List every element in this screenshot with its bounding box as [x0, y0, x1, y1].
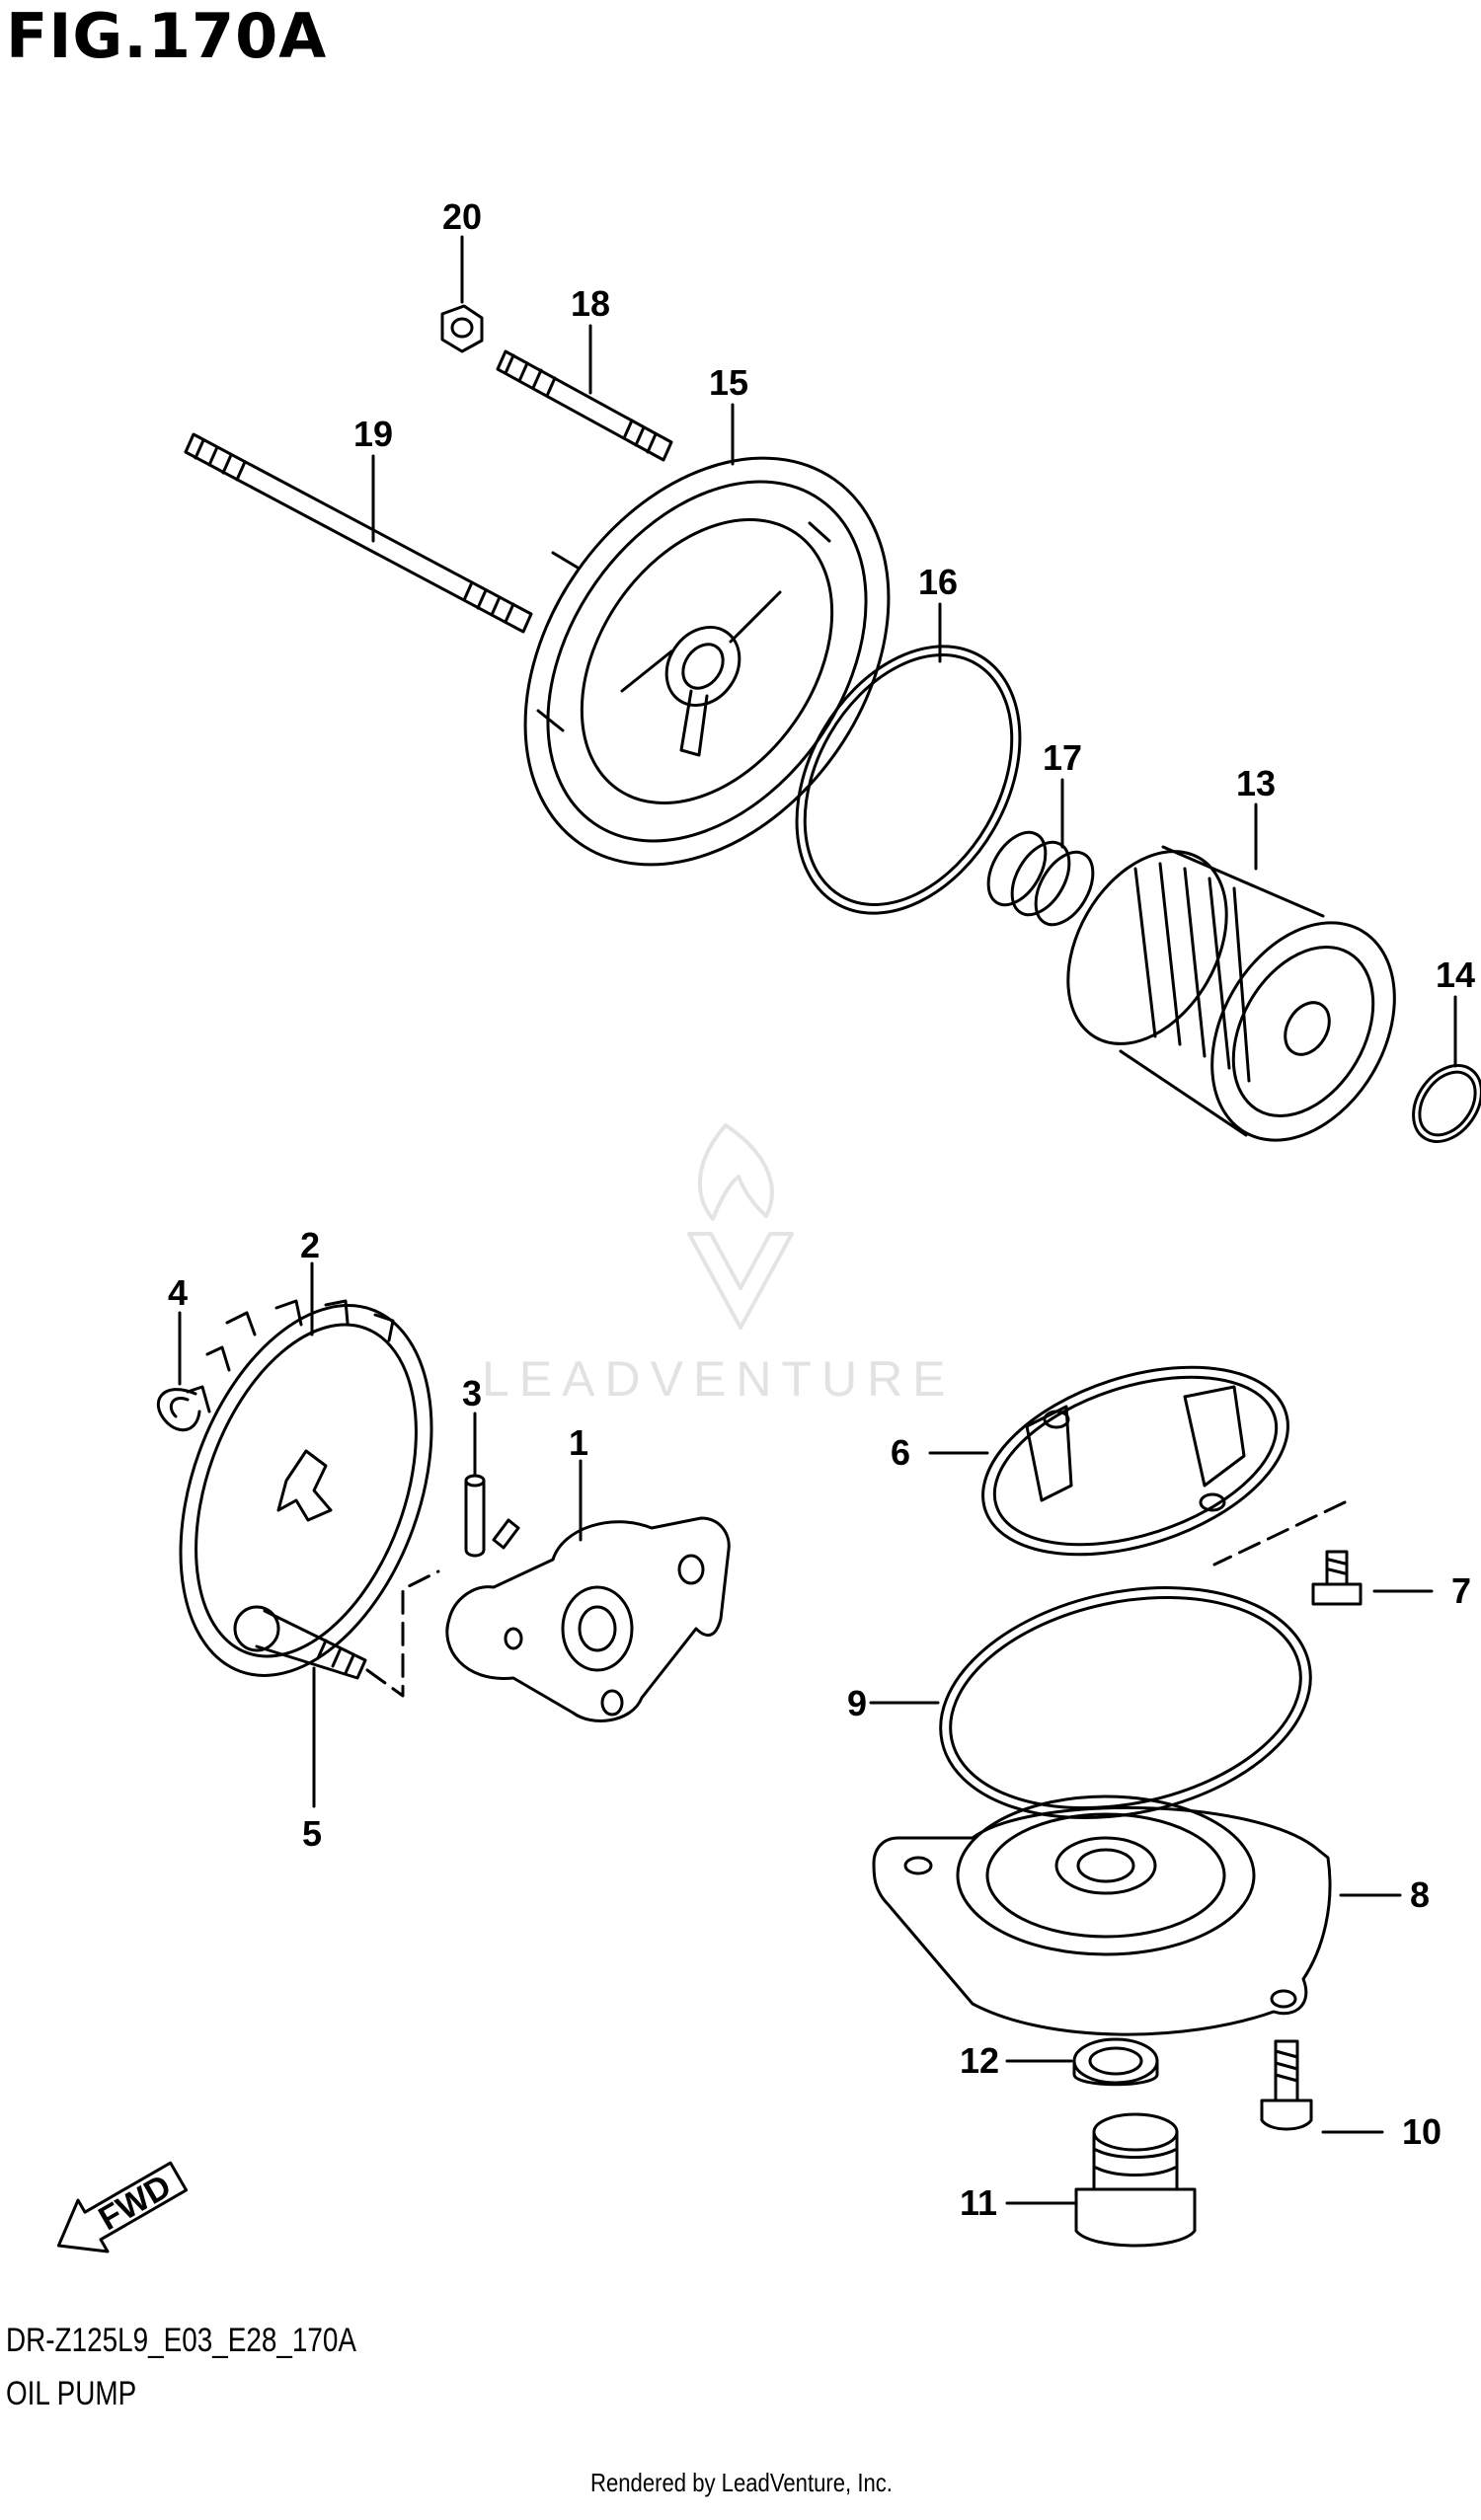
fwd-label: FWD — [93, 2168, 178, 2239]
part-10-bolt[interactable] — [1260, 2039, 1313, 2131]
part-1-oil-pump-assembly[interactable] — [445, 1516, 731, 1722]
part-13-oil-filter[interactable] — [1036, 823, 1432, 1173]
part-2-oil-pump-driven-gear[interactable] — [133, 1270, 479, 1710]
part-5-bolt[interactable] — [233, 1605, 367, 1680]
watermark-logo — [687, 1123, 794, 1330]
part-7-bolt[interactable] — [1311, 1550, 1363, 1606]
part-19-stud[interactable] — [184, 432, 533, 634]
part-3-pin[interactable] — [464, 1474, 486, 1558]
part-4-circlip[interactable] — [156, 1388, 201, 1432]
callout-18: 18 — [571, 283, 610, 324]
assembly-name: OIL PUMP — [6, 2375, 137, 2412]
part-15-filter-cap[interactable] — [450, 389, 964, 934]
callout-14: 14 — [1436, 955, 1475, 995]
callout-19: 19 — [353, 414, 393, 454]
callout-labels: 20 18 15 19 16 17 13 14 2 4 3 1 5 6 7 9 … — [168, 196, 1475, 2223]
callout-8: 8 — [1410, 1874, 1430, 1915]
leadventure-watermark: LEADVENTURE — [482, 1351, 956, 1407]
part-16-o-ring[interactable] — [751, 606, 1065, 953]
callout-16: 16 — [918, 562, 958, 602]
rendered-by-credit: Rendered by LeadVenture, Inc. — [590, 2468, 893, 2497]
part-6-oil-strainer[interactable] — [960, 1333, 1312, 1590]
guide-line-5 — [365, 1569, 440, 1698]
part-11-drain-plug[interactable] — [1074, 2112, 1197, 2248]
guide-line-7 — [1212, 1500, 1347, 1566]
part-17-spring[interactable] — [976, 822, 1105, 934]
callout-3: 3 — [462, 1373, 482, 1413]
callout-6: 6 — [891, 1432, 910, 1473]
callout-12: 12 — [960, 2040, 999, 2081]
callout-15: 15 — [709, 362, 748, 403]
part-20-nut[interactable] — [440, 304, 484, 353]
part-9-o-ring[interactable] — [919, 1556, 1332, 1850]
callout-4: 4 — [168, 1272, 188, 1313]
callout-20: 20 — [442, 196, 482, 237]
fwd-arrow-icon: FWD — [56, 2161, 189, 2253]
part-8-strainer-cap[interactable] — [872, 1795, 1332, 2036]
part-14-o-ring[interactable] — [1399, 1052, 1481, 1154]
figure-title: FIG.170A — [6, 0, 328, 72]
part-18-stud[interactable] — [496, 349, 673, 462]
callout-1: 1 — [569, 1422, 588, 1463]
callout-9: 9 — [847, 1683, 867, 1723]
callout-5: 5 — [302, 1813, 322, 1854]
callout-17: 17 — [1043, 737, 1082, 778]
callout-2: 2 — [300, 1225, 320, 1265]
diagram-code: DR-Z125L9_E03_E28_170A — [6, 2322, 356, 2359]
part-12-gasket-washer[interactable] — [1072, 2037, 1159, 2087]
callout-13: 13 — [1236, 763, 1276, 803]
callout-7: 7 — [1451, 1570, 1471, 1611]
callout-11: 11 — [960, 2182, 997, 2223]
callout-10: 10 — [1402, 2111, 1442, 2152]
